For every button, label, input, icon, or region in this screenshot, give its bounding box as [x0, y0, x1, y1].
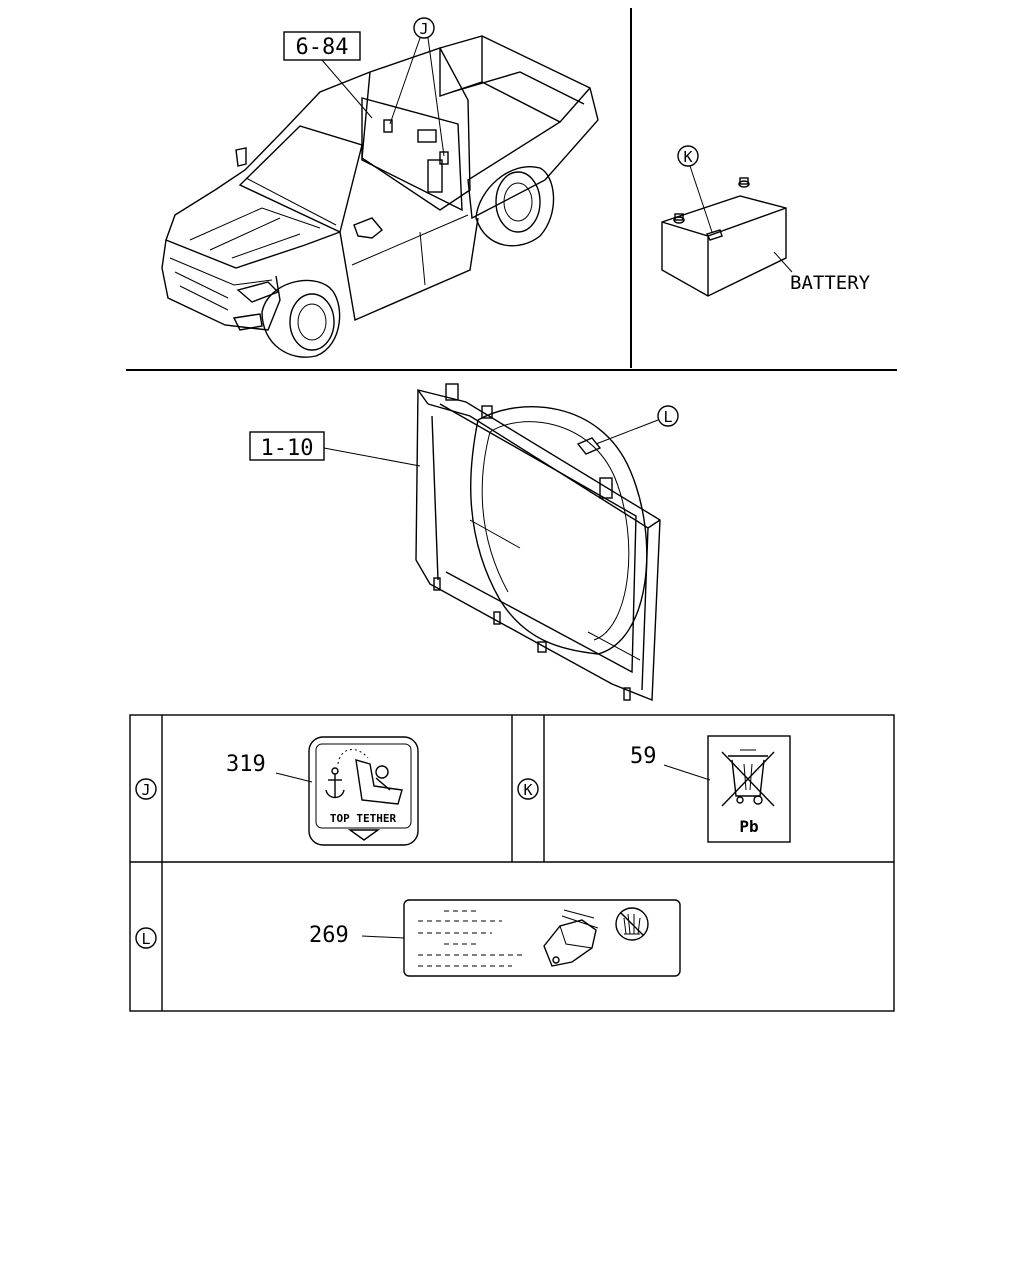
row-k-key: K — [523, 781, 532, 799]
svg-text:L: L — [663, 408, 672, 426]
svg-text:1-10: 1-10 — [261, 436, 314, 461]
svg-text:6-84: 6-84 — [296, 35, 349, 60]
pb-text: Pb — [739, 817, 758, 836]
vehicle-ref-box: 6-84 — [283, 31, 373, 119]
hand-caution-icon — [615, 907, 649, 941]
row-l-part-no: 269 — [309, 923, 349, 948]
child-seat-anchor-icon: TOP TETHER — [308, 736, 419, 846]
table-row-l: L 269 — [135, 899, 681, 977]
svg-text:K: K — [683, 148, 692, 166]
callout-k: K — [677, 145, 713, 233]
row-l-key: L — [141, 930, 150, 948]
row-j-key: J — [141, 781, 150, 799]
row-j-part-no: 319 — [226, 752, 266, 777]
label-table — [129, 714, 895, 1012]
table-row-k: K 59 Pb — [517, 735, 791, 843]
shroud-ref-box: 1-10 — [249, 431, 421, 467]
svg-text:J: J — [419, 20, 428, 38]
callout-j: J — [389, 17, 445, 157]
top-tether-text: TOP TETHER — [330, 812, 397, 825]
fan-warning-label — [403, 899, 681, 977]
table-row-j: J 319 TOP TETHER — [135, 736, 419, 846]
battery-label: BATTERY — [790, 272, 871, 294]
battery-illustration — [661, 177, 793, 297]
fan-shroud-illustration — [415, 383, 661, 702]
callout-l: L — [595, 405, 679, 445]
section-dividers — [126, 8, 897, 371]
crossed-out-bin-icon: Pb — [707, 735, 791, 843]
row-k-part-no: 59 — [630, 744, 657, 769]
pickup-truck-illustration — [161, 35, 599, 358]
